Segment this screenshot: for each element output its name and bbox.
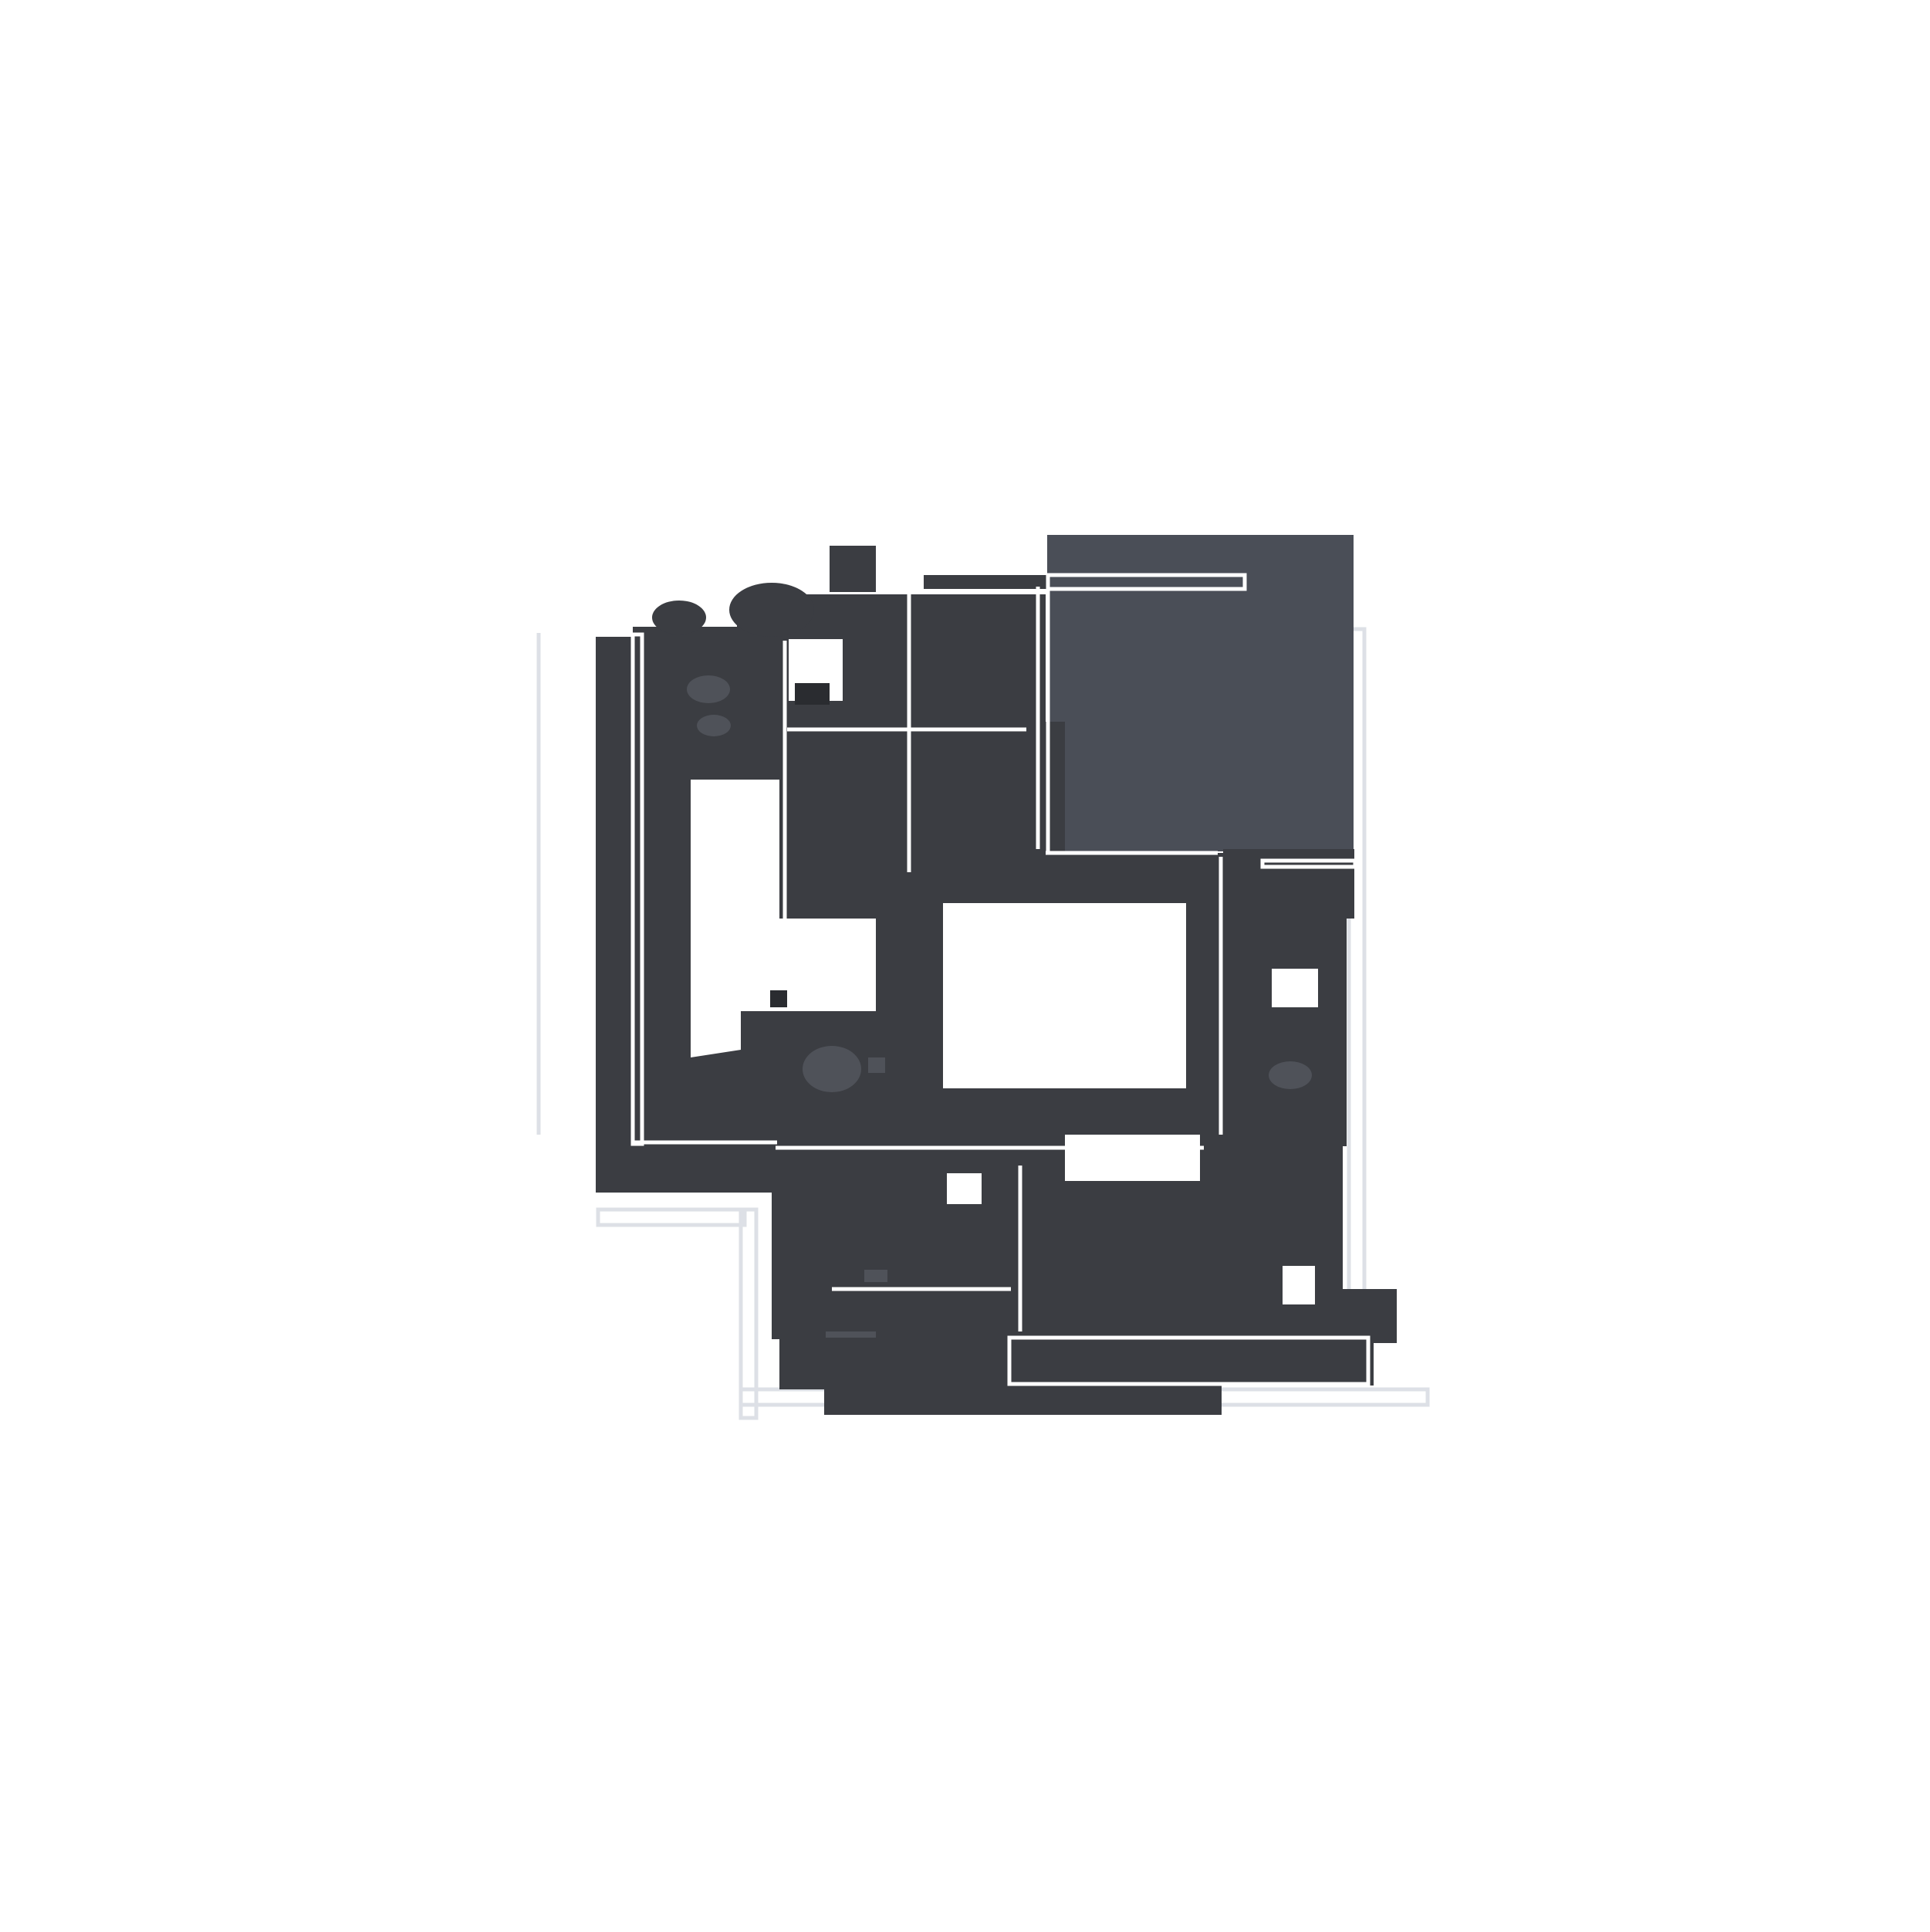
exterior-frame-bottom-left xyxy=(596,1207,747,1227)
roof-block-northeast xyxy=(1047,535,1354,851)
furniture-bed-west-2 xyxy=(697,715,731,736)
void-east-room xyxy=(1272,969,1318,1007)
void-south-passage xyxy=(1065,1135,1200,1181)
floor-courtyard-south xyxy=(957,1084,1204,1139)
floor-south-outer xyxy=(779,1312,1011,1389)
furniture-bench-south xyxy=(826,1331,876,1338)
wall-east-frame xyxy=(1260,858,1357,869)
void-southeast-room xyxy=(1283,1266,1315,1304)
floor-south-wing xyxy=(772,1135,1343,1339)
floor-south-strip xyxy=(824,1386,1222,1415)
furniture-rug-east xyxy=(1269,1061,1312,1089)
furniture xyxy=(687,675,1312,1338)
furniture-rug-south xyxy=(803,1046,861,1092)
wall-northeast-frame xyxy=(1046,573,1247,591)
furniture-dark-corner xyxy=(770,990,787,1007)
floor-tower-top xyxy=(830,546,876,592)
walls xyxy=(630,573,1371,1386)
floor-strip-top xyxy=(924,575,1047,589)
furniture-table-south xyxy=(864,1270,887,1282)
floor-south-base xyxy=(1003,1335,1374,1386)
void-central-courtyard xyxy=(943,903,1186,1088)
furniture-bed-west xyxy=(687,675,730,703)
floor-north-bulge xyxy=(729,583,814,637)
floor-northwest-bulge xyxy=(652,601,706,634)
floor-southeast-tab xyxy=(1343,1289,1397,1343)
wall-south-base-frame xyxy=(1007,1335,1371,1386)
void-south-room xyxy=(947,1173,982,1204)
exterior-frame-bottom-tab xyxy=(739,1207,759,1420)
furniture-dark-step xyxy=(795,683,830,705)
furniture-table-center xyxy=(868,1057,885,1073)
